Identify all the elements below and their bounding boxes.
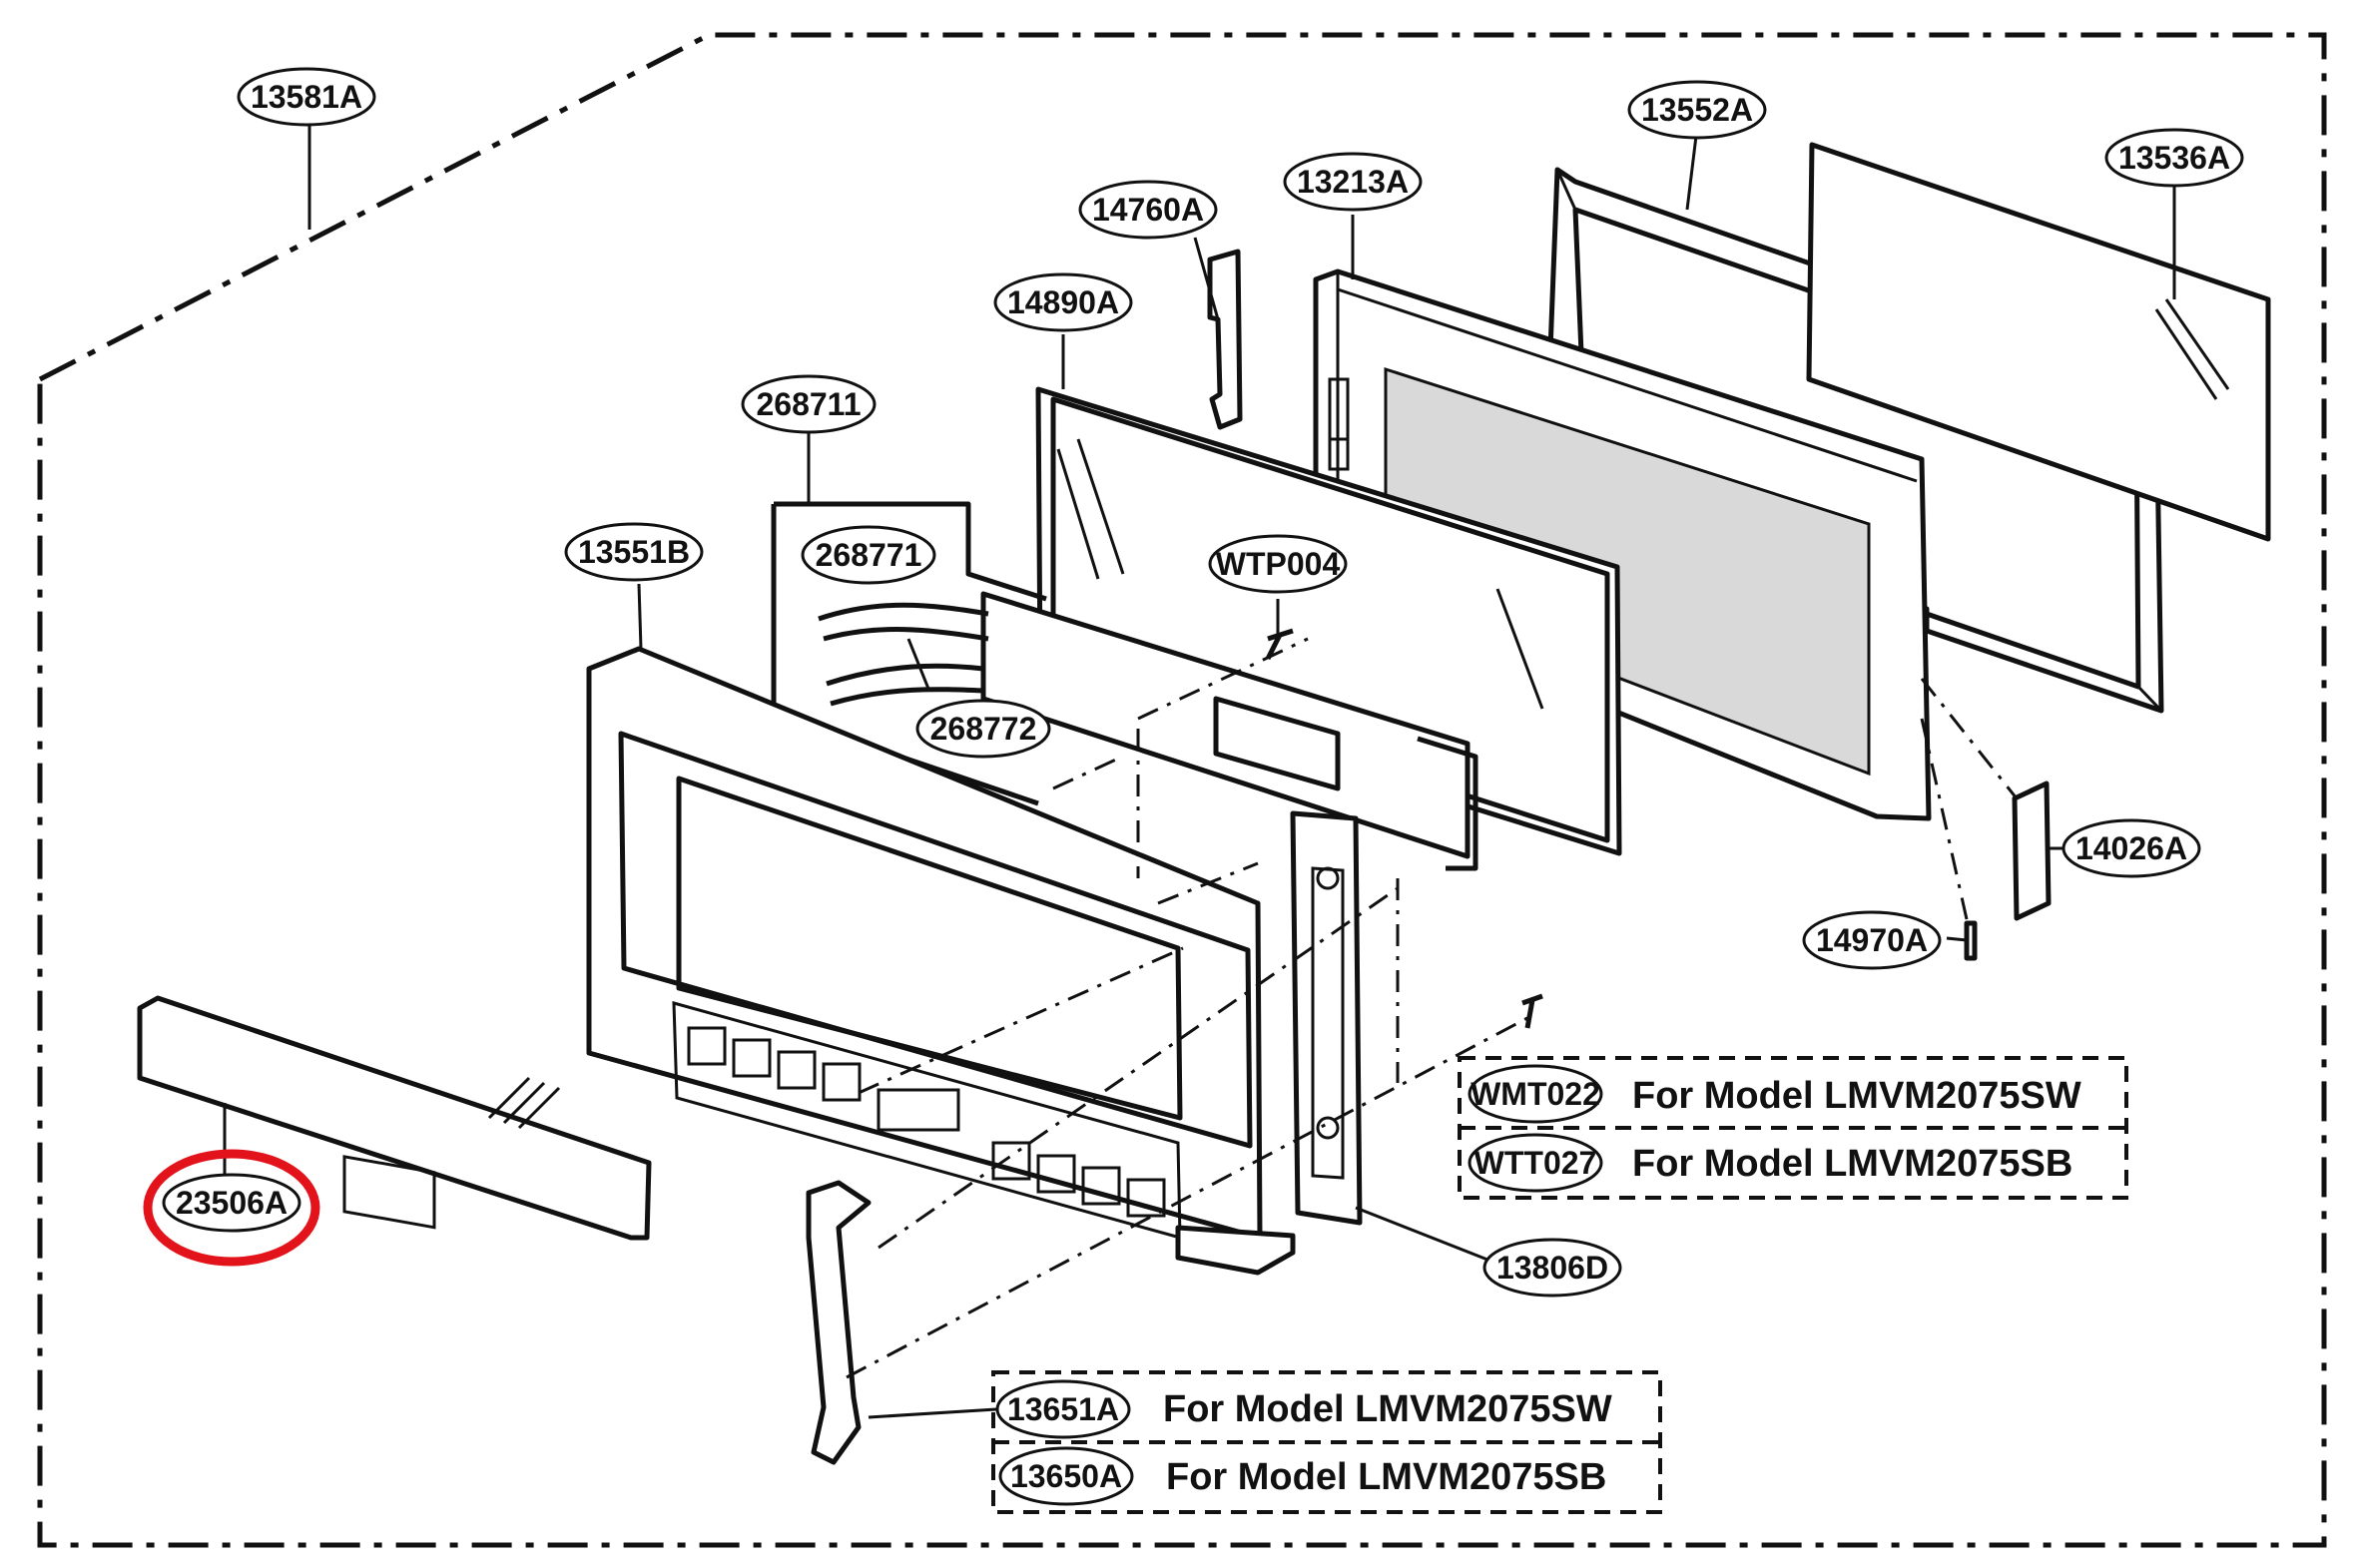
svg-text:14890A: 14890A (1007, 284, 1119, 320)
door-glass-part (1806, 142, 2271, 542)
screw-part-right (1521, 993, 1543, 1029)
spring-part (1964, 920, 1978, 961)
part-label-WTT027: WTT027 (1468, 1133, 1603, 1193)
svg-text:13650A: 13650A (1010, 1458, 1122, 1494)
svg-text:268711: 268711 (756, 386, 861, 422)
part-label-13552A: 13552A (1627, 80, 1767, 140)
door-frame-part (586, 646, 1296, 1276)
part-label-13551B: 13551B (564, 522, 704, 582)
svg-text:14026A: 14026A (2075, 830, 2187, 866)
svg-text:13552A: 13552A (1641, 92, 1753, 128)
hinge-bracket-part (2012, 781, 2052, 921)
part-label-13581A: 13581A (237, 67, 376, 127)
note-screw-sb: For Model LMVM2075SB (1632, 1143, 2072, 1185)
leader-lines (223, 125, 2176, 1419)
part-label-WTP004: WTP004 (1208, 534, 1348, 594)
svg-text:13581A: 13581A (251, 79, 362, 115)
part-label-268772: 268772 (915, 699, 1051, 759)
control-panel-cover-part (137, 995, 652, 1241)
handle-part (806, 1180, 872, 1465)
svg-text:13551B: 13551B (578, 534, 690, 570)
svg-text:13806D: 13806D (1496, 1250, 1608, 1286)
clip-bracket-part (1207, 249, 1243, 430)
part-label-23506A: 23506A (162, 1173, 301, 1233)
part-label-13651A: 13651A (995, 1379, 1131, 1439)
svg-text:13651A: 13651A (1007, 1391, 1119, 1427)
note-handle-sb: For Model LMVM2075SB (1166, 1456, 1606, 1498)
wire-harness-part (818, 602, 989, 707)
svg-text:14760A: 14760A (1092, 192, 1204, 228)
part-label-14890A: 14890A (993, 272, 1133, 332)
part-label-268771: 268771 (801, 525, 936, 585)
highlight-circle-23506A (143, 1149, 320, 1267)
svg-text:WTT027: WTT027 (1474, 1145, 1597, 1181)
svg-text:WMT022: WMT022 (1471, 1076, 1600, 1112)
note-screw-sw: For Model LMVM2075SW (1632, 1075, 2081, 1117)
svg-text:23506A: 23506A (176, 1185, 288, 1221)
svg-text:14970A: 14970A (1816, 922, 1928, 958)
assembly-boundary (37, 32, 2327, 1548)
choke-cover-part (1290, 810, 1363, 1226)
part-label-13213A: 13213A (1283, 152, 1423, 212)
part-label-13536A: 13536A (2104, 128, 2244, 188)
window-glass-part (1035, 386, 1622, 856)
part-label-13806D: 13806D (1482, 1238, 1622, 1298)
part-label-13650A: 13650A (998, 1446, 1134, 1506)
screw-model-note-box: WMT022 WTT027 For Model LMVM2075SW For M… (1458, 1056, 2128, 1200)
svg-text:WTP004: WTP004 (1216, 546, 1341, 582)
control-pcb-part (980, 591, 1471, 859)
part-label-14760A: 14760A (1078, 180, 1218, 240)
note-handle-sw: For Model LMVM2075SW (1163, 1388, 1612, 1430)
part-label-14970A: 14970A (1802, 910, 1942, 970)
handle-model-note-box: 13651A 13650A For Model LMVM2075SW For M… (991, 1370, 1662, 1514)
svg-text:268771: 268771 (816, 537, 922, 573)
part-label-14026A: 14026A (2061, 818, 2201, 878)
projection-lines (846, 637, 2019, 1379)
svg-text:13536A: 13536A (2118, 140, 2230, 176)
svg-text:13213A: 13213A (1297, 164, 1409, 200)
svg-text:268772: 268772 (930, 711, 1037, 747)
part-label-WMT022: WMT022 (1468, 1064, 1603, 1124)
part-label-268711: 268711 (741, 374, 877, 434)
